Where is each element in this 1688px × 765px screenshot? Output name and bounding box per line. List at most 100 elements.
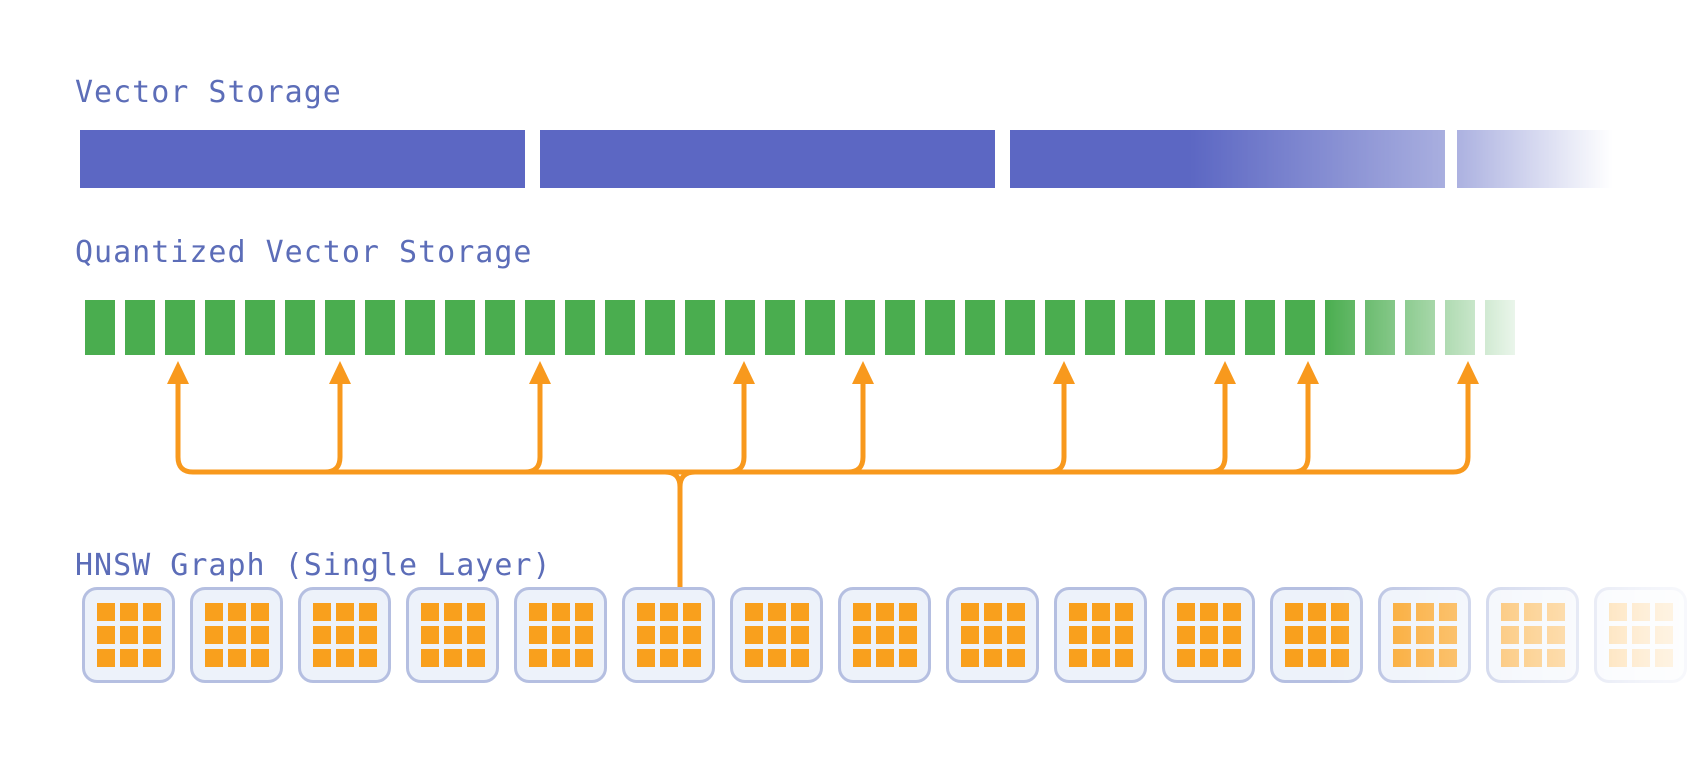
grid-cell: [1307, 626, 1326, 644]
vector-grid-icon: [960, 603, 1025, 667]
grid-cell: [1523, 603, 1542, 621]
quantized-bar-10: [445, 300, 475, 355]
grid-cell: [983, 626, 1002, 644]
grid-cell: [1500, 626, 1519, 644]
grid-cell: [96, 649, 115, 667]
grid-cell: [466, 626, 485, 644]
grid-cell: [682, 649, 701, 667]
vector-storage-segment-2: [540, 130, 995, 188]
grid-cell: [358, 649, 377, 667]
vector-grid-icon: [1500, 603, 1565, 667]
grid-cell: [335, 649, 354, 667]
grid-cell: [852, 649, 871, 667]
vector-storage-bar-row: [0, 130, 1688, 188]
grid-cell: [1654, 626, 1673, 644]
grid-cell: [1006, 626, 1025, 644]
quantized-bar-31: [1285, 300, 1315, 355]
hnsw-node-15: [1594, 587, 1687, 683]
grid-cell: [1307, 603, 1326, 621]
quantized-bar-33: [1365, 300, 1395, 355]
quantized-bar-1: [85, 300, 115, 355]
grid-cell: [1438, 626, 1457, 644]
grid-cell: [312, 649, 331, 667]
quantized-bar-28: [1165, 300, 1195, 355]
quantized-bar-15: [645, 300, 675, 355]
grid-cell: [1546, 649, 1565, 667]
grid-cell: [875, 603, 894, 621]
arrowhead-5: [852, 361, 874, 384]
grid-cell: [1284, 649, 1303, 667]
grid-cell: [1068, 649, 1087, 667]
vector-grid-icon: [420, 603, 485, 667]
grid-cell: [1654, 603, 1673, 621]
grid-cell: [744, 649, 763, 667]
quantized-bar-3: [165, 300, 195, 355]
hnsw-node-4: [406, 587, 499, 683]
grid-cell: [1091, 626, 1110, 644]
grid-cell: [142, 626, 161, 644]
grid-cell: [636, 603, 655, 621]
vector-grid-icon: [1608, 603, 1673, 667]
grid-cell: [983, 649, 1002, 667]
grid-cell: [1438, 649, 1457, 667]
quantized-bar-24: [1005, 300, 1035, 355]
grid-cell: [790, 603, 809, 621]
grid-cell: [466, 603, 485, 621]
arrowhead-3: [529, 361, 551, 384]
grid-cell: [551, 603, 570, 621]
quantized-bar-11: [485, 300, 515, 355]
hnsw-node-7: [730, 587, 823, 683]
grid-cell: [358, 626, 377, 644]
grid-cell: [1654, 649, 1673, 667]
vector-grid-icon: [852, 603, 917, 667]
grid-cell: [1415, 626, 1434, 644]
grid-cell: [119, 626, 138, 644]
quantized-bar-17: [725, 300, 755, 355]
grid-cell: [204, 626, 223, 644]
arrowhead-6: [1053, 361, 1075, 384]
grid-cell: [1068, 626, 1087, 644]
grid-cell: [250, 603, 269, 621]
quantized-bar-12: [525, 300, 555, 355]
quantized-bar-6: [285, 300, 315, 355]
vector-storage-label: Vector Storage: [75, 75, 342, 110]
quantized-bar-29: [1205, 300, 1235, 355]
quantized-bar-26: [1085, 300, 1115, 355]
quantized-bar-18: [765, 300, 795, 355]
quantized-bar-20: [845, 300, 875, 355]
grid-cell: [1222, 626, 1241, 644]
grid-cell: [142, 649, 161, 667]
arrow-branch-3: [524, 382, 543, 475]
grid-cell: [636, 626, 655, 644]
grid-cell: [1006, 603, 1025, 621]
grid-cell: [898, 603, 917, 621]
grid-cell: [1284, 626, 1303, 644]
grid-cell: [682, 603, 701, 621]
vector-grid-icon: [528, 603, 593, 667]
arrow-branch-7: [1209, 382, 1228, 475]
hnsw-node-2: [190, 587, 283, 683]
grid-cell: [335, 626, 354, 644]
grid-cell: [1222, 649, 1241, 667]
grid-cell: [1176, 603, 1195, 621]
quantized-bar-30: [1245, 300, 1275, 355]
grid-cell: [659, 649, 678, 667]
grid-cell: [1284, 603, 1303, 621]
grid-cell: [898, 649, 917, 667]
arrow-branch-8: [1292, 382, 1311, 475]
grid-cell: [250, 626, 269, 644]
arrow-branch-6: [1048, 382, 1067, 475]
grid-cell: [1392, 603, 1411, 621]
arrowhead-7: [1214, 361, 1236, 384]
grid-cell: [204, 603, 223, 621]
vector-storage-segment-1: [80, 130, 525, 188]
grid-cell: [443, 649, 462, 667]
grid-cell: [466, 649, 485, 667]
grid-cell: [528, 626, 547, 644]
quantized-bar-23: [965, 300, 995, 355]
grid-cell: [744, 626, 763, 644]
grid-cell: [227, 603, 246, 621]
quantized-bar-4: [205, 300, 235, 355]
quantized-vector-storage-label: Quantized Vector Storage: [75, 235, 533, 270]
